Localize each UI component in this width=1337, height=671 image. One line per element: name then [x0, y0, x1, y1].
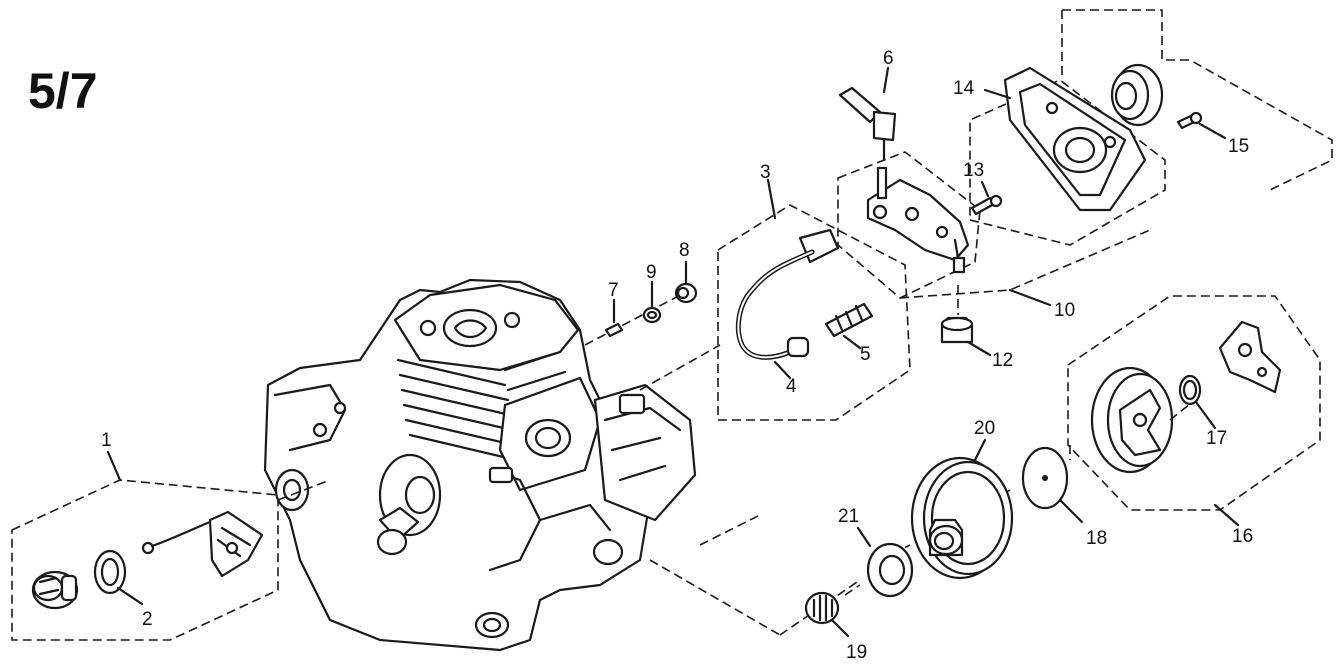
leader-21 [856, 526, 872, 548]
part-18-washer [1021, 445, 1084, 524]
group-1-oil-cap-assembly [11, 450, 279, 641]
group-14-outline [969, 79, 1166, 246]
leader-14 [983, 88, 1012, 100]
part-19-needle-bearing [804, 584, 861, 638]
callout-3: 3 [760, 162, 771, 183]
leader-3 [766, 178, 777, 220]
leader-10 [1008, 288, 1052, 307]
callout-8: 8 [679, 240, 690, 261]
callout-2: 2 [142, 609, 153, 630]
callout-17: 17 [1206, 428, 1227, 449]
part-crankcase [263, 278, 697, 652]
group-10-outline-b [899, 229, 1151, 299]
part-13-screw [970, 180, 1003, 216]
part-14-cover-plate [969, 66, 1166, 246]
callout-20: 20 [974, 418, 995, 439]
group-10-outline [837, 151, 981, 299]
callout-18: 18 [1086, 528, 1107, 549]
callout-13: 13 [963, 160, 984, 181]
leader-18 [1058, 498, 1084, 524]
dash-19-a [844, 584, 861, 596]
leader-4 [773, 360, 792, 380]
group-10-oil-pump-assembly [837, 151, 1151, 307]
part-20-sprocket [910, 438, 1014, 580]
callout-1: 1 [101, 430, 112, 451]
dash-crankcase-to-3 [639, 344, 721, 391]
dash-crankcase-to-19 [649, 559, 781, 636]
callout-19: 19 [846, 642, 867, 663]
leader-17 [1194, 400, 1217, 430]
part-6-fitting [838, 66, 897, 162]
part-oil-cap [31, 570, 79, 610]
part-5-nipple [824, 302, 874, 350]
dash-crankcase-to-7 [584, 289, 691, 346]
part-4-oil-hose [735, 228, 840, 380]
part-15-screw [1176, 111, 1227, 140]
leader-13 [980, 180, 990, 198]
page-label: 5/7 [28, 63, 98, 119]
part-clutch-drum [1090, 366, 1174, 474]
callout-10: 10 [1054, 300, 1075, 321]
leader-6 [882, 66, 890, 94]
part-oil-filter [141, 510, 264, 578]
leader-2 [116, 586, 144, 606]
part-7-pin [604, 298, 624, 338]
leader-12 [966, 340, 992, 357]
leader-1 [106, 450, 122, 482]
part-8-nut [674, 260, 698, 304]
callout-12: 12 [992, 350, 1013, 371]
callout-21: 21 [838, 506, 859, 527]
callout-4: 4 [786, 376, 797, 397]
part-oil-pump [866, 166, 970, 274]
leader-20 [973, 438, 987, 462]
dash-crankcase-to-21 [699, 514, 761, 546]
group-3-oil-hose-assembly [717, 178, 911, 421]
part-21-rim [856, 526, 914, 598]
part-17-spring [1178, 374, 1217, 430]
callout-9: 9 [646, 262, 657, 283]
leader-15 [1198, 122, 1227, 140]
callout-16: 16 [1232, 526, 1253, 547]
callout-5: 5 [860, 344, 871, 365]
group-3-outline [717, 204, 911, 421]
callout-15: 15 [1228, 136, 1249, 157]
leader-19 [830, 618, 850, 638]
dash-16-inner [1169, 403, 1191, 421]
leader-16 [1213, 503, 1240, 527]
group-15-outline [1062, 9, 1333, 191]
callout-14: 14 [953, 78, 975, 99]
callout-6: 6 [883, 48, 894, 69]
dash-crankcase-to-1 [277, 479, 331, 501]
part-washer-2 [93, 549, 127, 595]
part-pulley [1061, 9, 1333, 191]
part-9-spring [642, 280, 662, 324]
callout-7: 7 [608, 280, 619, 301]
part-12-bushing [940, 285, 992, 357]
group-16-outline [1067, 295, 1321, 511]
part-clutch-shoe [1218, 320, 1282, 394]
leader-5 [842, 334, 862, 350]
group-16-clutch-assembly [1067, 295, 1321, 527]
